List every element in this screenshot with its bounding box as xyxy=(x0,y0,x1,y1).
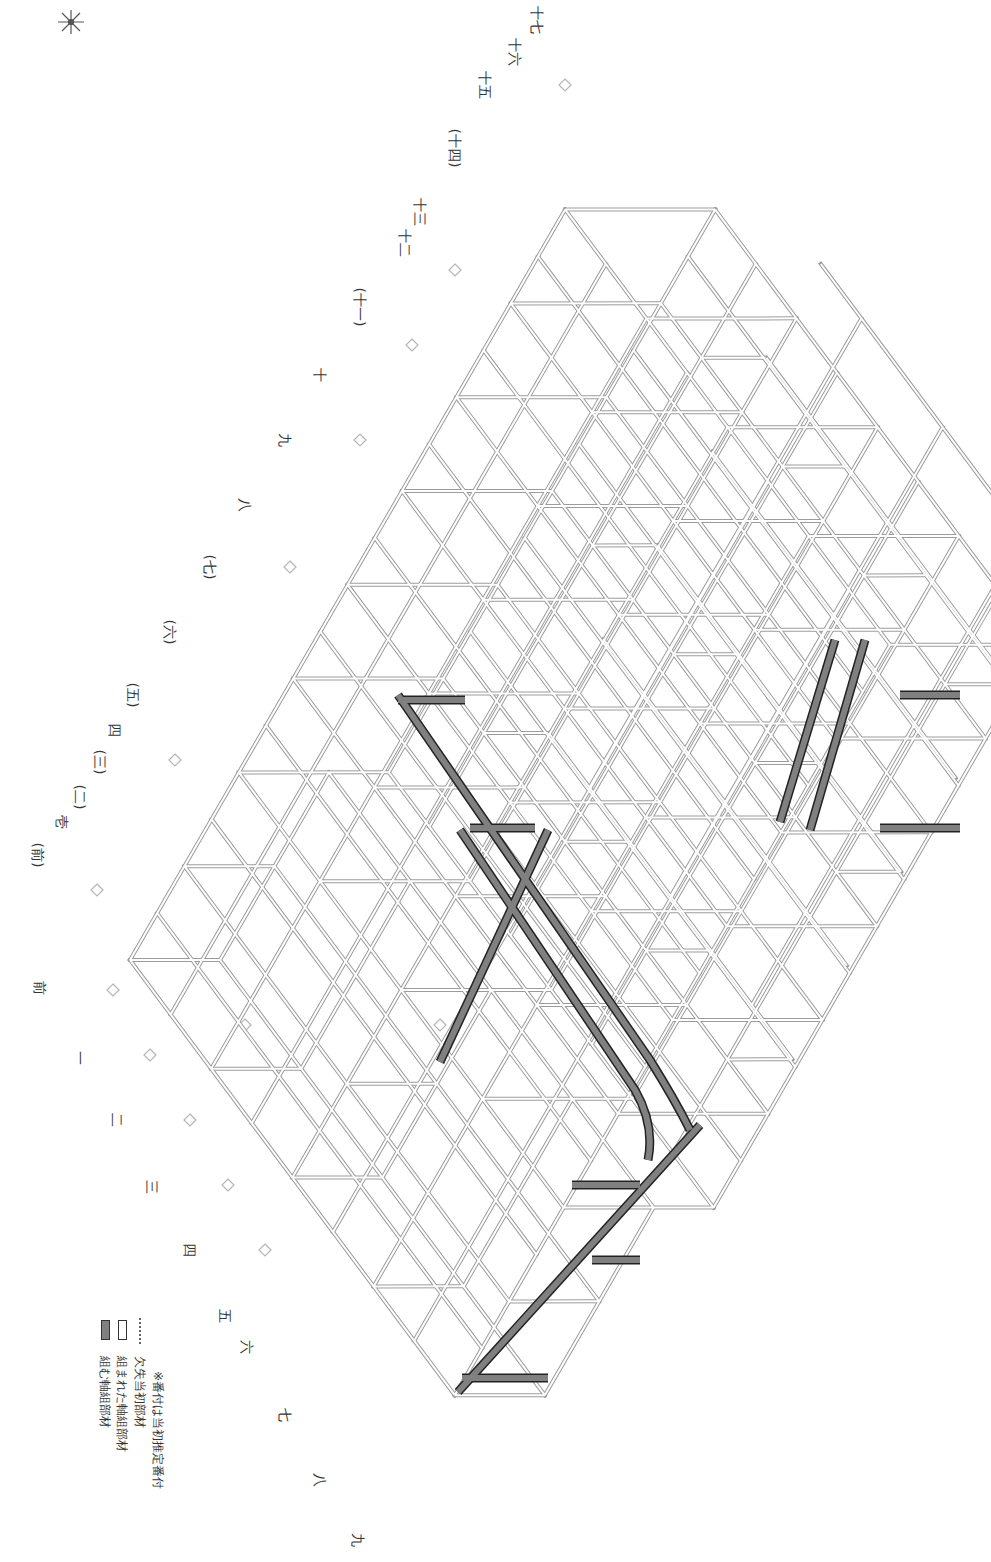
legend-text: 欠失当初部材 xyxy=(134,1356,146,1428)
axis-number: 八 xyxy=(313,1473,327,1487)
frame-members xyxy=(130,96,991,1508)
axis-number: 四 xyxy=(108,723,122,737)
axis-number: (七) xyxy=(203,555,217,580)
axis-number: (十四) xyxy=(448,129,462,168)
axis-number: (前) xyxy=(31,843,45,868)
axis-number: 六 xyxy=(240,1340,254,1354)
axis-number: 十五 xyxy=(478,71,492,99)
axis-number: 十二 xyxy=(398,229,412,257)
note-text: ※番付は当初推定番付 xyxy=(152,1371,164,1489)
axis-number: 七 xyxy=(278,1408,292,1422)
axis-number: 十七 xyxy=(530,6,544,34)
highlighted-members xyxy=(398,640,960,1392)
axis-number: 一 xyxy=(73,1051,87,1065)
legend-swatch xyxy=(118,1320,127,1340)
axis-number: 二 xyxy=(110,1113,124,1127)
axis-number: (十一) xyxy=(353,288,367,327)
axis-number: 四 xyxy=(183,1243,197,1257)
legend-dotted-sample xyxy=(139,1318,141,1346)
axis-number: 九 xyxy=(278,433,292,447)
axis-number: (五) xyxy=(126,683,140,708)
axis-number: 十 xyxy=(313,368,327,382)
axis-number: (三) xyxy=(93,750,107,775)
axis-number: 前 xyxy=(33,981,47,995)
axis-number: 八 xyxy=(238,498,252,512)
compass-mark xyxy=(58,10,84,34)
axis-number: 三 xyxy=(145,1180,159,1194)
legend-text: 組む軸組部材 xyxy=(99,1356,111,1428)
legend-text: 組まれた軸組部材 xyxy=(116,1356,128,1452)
axis-number: (二) xyxy=(73,785,87,810)
axis-number: 十三 xyxy=(413,198,427,226)
axis-number: (六) xyxy=(163,620,177,645)
axis-number: 壱 xyxy=(55,815,69,829)
axis-number: 九 xyxy=(351,1533,365,1547)
legend-swatch xyxy=(101,1320,110,1340)
axis-number: 十六 xyxy=(508,38,522,66)
axis-number: 五 xyxy=(218,1309,232,1323)
